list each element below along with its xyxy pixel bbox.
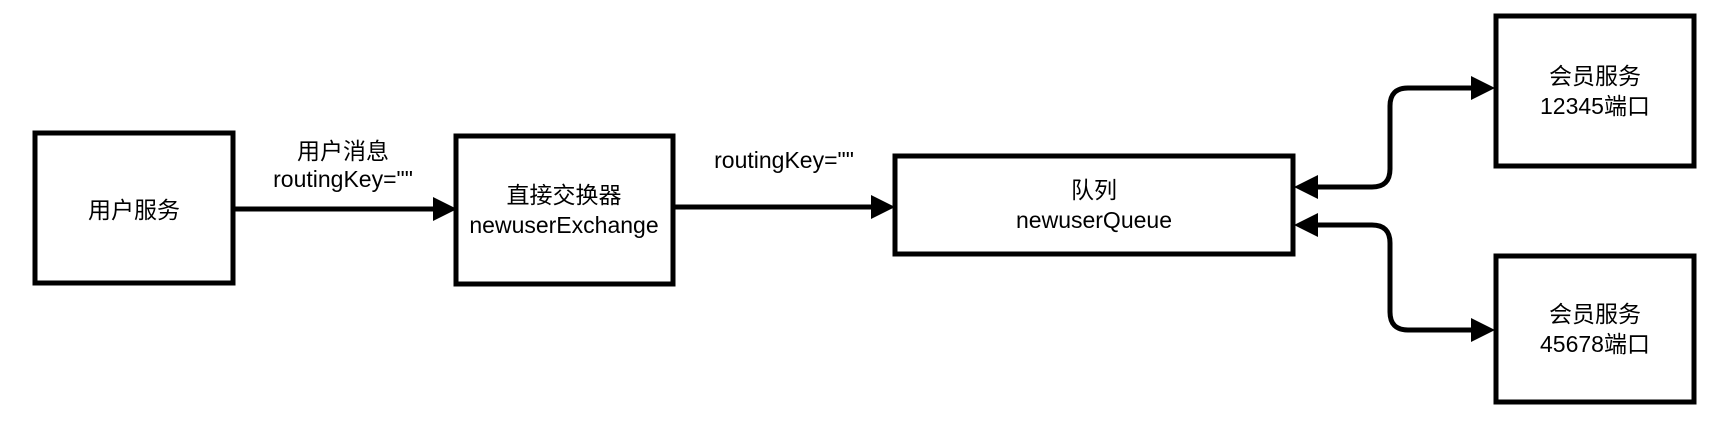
connector-queue-member1 bbox=[1294, 76, 1495, 199]
member-service-2-box bbox=[1493, 253, 1697, 405]
user-service-node: 用户服务 bbox=[32, 130, 236, 286]
exchange-label-line2: newuserExchange bbox=[469, 212, 658, 238]
member-service-2-node: 会员服务 45678端口 bbox=[1493, 253, 1697, 405]
connector-queue-member2-left-head bbox=[1294, 213, 1318, 237]
exchange-label-line1: 直接交换器 bbox=[507, 182, 622, 208]
member-service-1-label-line1: 会员服务 bbox=[1549, 63, 1641, 89]
connector-queue-member1-right-head bbox=[1471, 76, 1495, 100]
member-service-1-box bbox=[1493, 13, 1697, 169]
member-service-2-label-line2: 45678端口 bbox=[1540, 331, 1650, 357]
exchange-routingkey-label: routingKey="" bbox=[714, 147, 854, 173]
queue-box bbox=[892, 153, 1296, 257]
queue-label-line1: 队列 bbox=[1071, 177, 1117, 203]
arrow-exchange-to-queue-head bbox=[871, 195, 895, 219]
arrow-user-to-exchange: 用户消息 routingKey="" bbox=[233, 138, 457, 221]
user-service-box bbox=[32, 130, 236, 286]
user-service-label: 用户服务 bbox=[88, 197, 180, 223]
queue-label-line2: newuserQueue bbox=[1016, 207, 1172, 233]
queue-node: 队列 newuserQueue bbox=[892, 153, 1296, 257]
connector-queue-member1-line bbox=[1316, 85, 1473, 190]
connector-queue-member2 bbox=[1294, 213, 1495, 342]
connector-queue-member2-right-head bbox=[1471, 318, 1495, 342]
arrow-exchange-to-queue: routingKey="" bbox=[673, 147, 895, 219]
exchange-node: 直接交换器 newuserExchange bbox=[453, 133, 676, 287]
member-service-1-node: 会员服务 12345端口 bbox=[1493, 13, 1697, 169]
connector-queue-member2-line bbox=[1316, 222, 1473, 333]
user-message-label: 用户消息 bbox=[297, 138, 389, 164]
user-routingkey-label: routingKey="" bbox=[273, 166, 413, 192]
member-service-2-label-line1: 会员服务 bbox=[1549, 301, 1641, 327]
exchange-box bbox=[453, 133, 676, 287]
member-service-1-label-line2: 12345端口 bbox=[1540, 93, 1650, 119]
connector-queue-member1-left-head bbox=[1294, 175, 1318, 199]
arrow-user-to-exchange-head bbox=[433, 197, 457, 221]
